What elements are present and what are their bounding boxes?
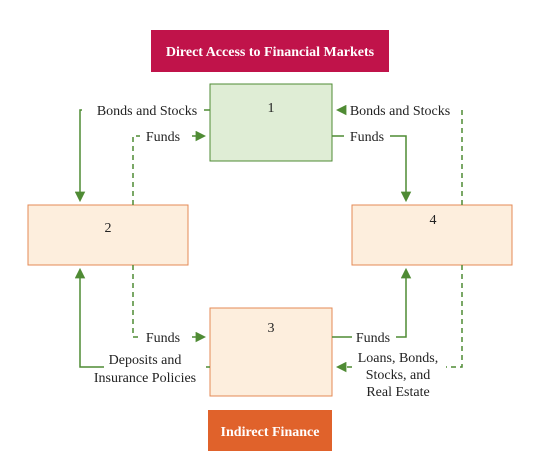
arrow-bonds-stocks-to-box2 bbox=[80, 109, 210, 200]
indirect-finance-banner-label: Indirect Finance bbox=[221, 425, 320, 440]
box-2-label: 2 bbox=[105, 221, 112, 236]
box-1-label: 1 bbox=[268, 101, 275, 116]
label-bonds-stocks-right: Bonds and Stocks bbox=[350, 104, 450, 119]
label-loans-line2: Stocks, and bbox=[366, 368, 431, 383]
arrow-loans-box4-to-box3 bbox=[338, 265, 463, 367]
label-deposits-line1: Deposits and bbox=[109, 353, 182, 368]
box-1: 1 bbox=[209, 83, 333, 162]
indirect-finance-banner-bg bbox=[208, 410, 332, 451]
box-4-label: 4 bbox=[430, 213, 437, 228]
direct-access-banner: Direct Access to Financial Markets bbox=[151, 30, 389, 72]
arrow-funds-box2-to-box1 bbox=[132, 136, 204, 205]
box-3-label: 3 bbox=[268, 321, 275, 336]
arrow-funds-box2-to-box3 bbox=[132, 265, 204, 337]
arrow-funds-box3-to-box4 bbox=[332, 270, 406, 338]
box-3: 3 bbox=[209, 307, 333, 397]
label-bonds-stocks-left: Bonds and Stocks bbox=[97, 104, 197, 119]
arrow-bonds-stocks-box4-to-box1 bbox=[338, 110, 463, 205]
direct-access-banner-bg bbox=[151, 30, 389, 72]
box-4: 4 bbox=[351, 204, 513, 266]
label-funds-upper-right: Funds bbox=[350, 130, 384, 145]
indirect-finance-banner: Indirect Finance bbox=[208, 410, 332, 451]
label-funds-upper-left: Funds bbox=[146, 130, 180, 145]
direct-access-banner-label: Direct Access to Financial Markets bbox=[166, 45, 375, 60]
arrow-funds-box1-to-box4 bbox=[332, 135, 406, 200]
label-deposits-line2: Insurance Policies bbox=[94, 371, 196, 386]
label-loans-line3: Real Estate bbox=[366, 385, 429, 400]
arrow-deposits-box3-to-box2 bbox=[80, 270, 210, 368]
label-funds-lower-right: Funds bbox=[356, 331, 390, 346]
label-funds-lower-left: Funds bbox=[146, 331, 180, 346]
box-2: 2 bbox=[27, 204, 189, 266]
label-loans-line1: Loans, Bonds, bbox=[358, 351, 439, 366]
